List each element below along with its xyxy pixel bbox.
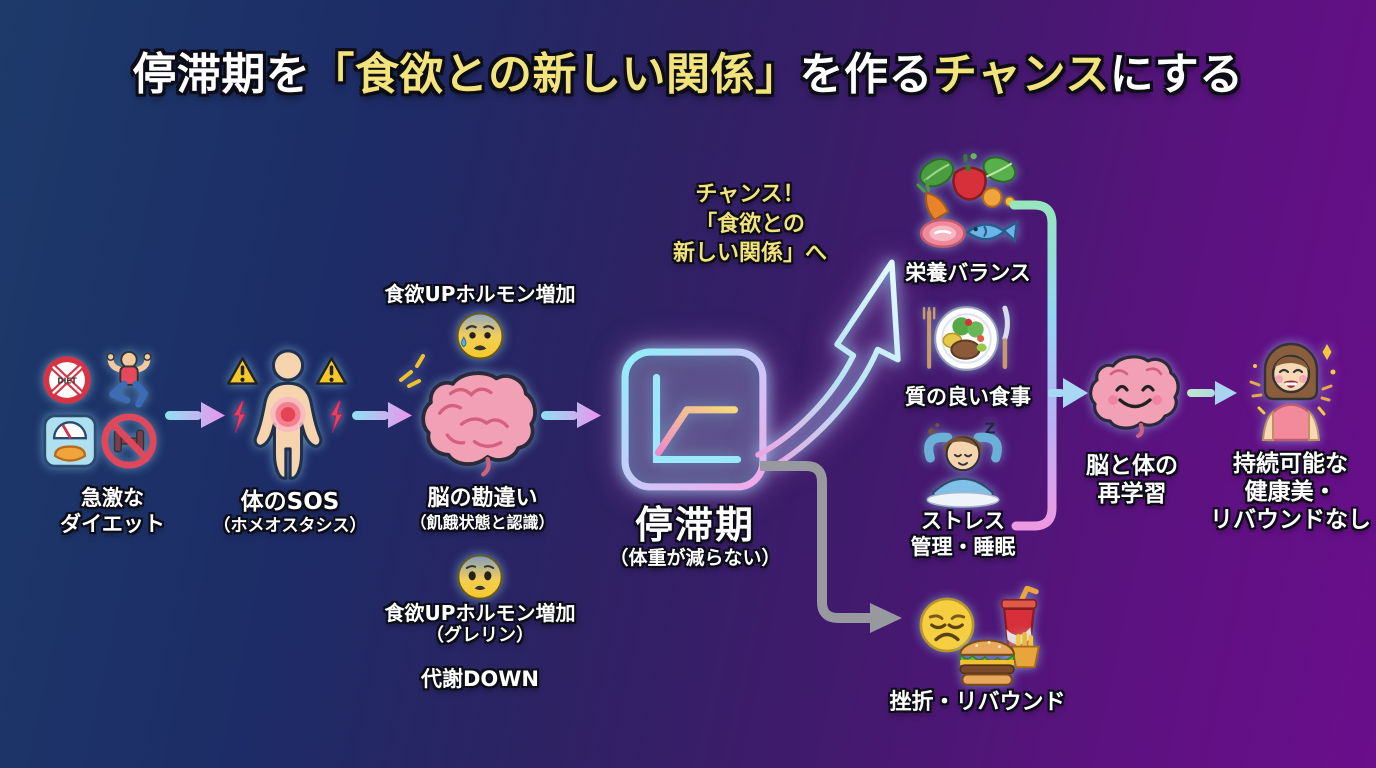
no-food-icon: DIET (42, 350, 92, 410)
sparkle-lines-icon (397, 350, 435, 388)
chance-line3: 新しい関係」へ (672, 241, 827, 267)
hormone-up-top-label: 食欲UPホルモン増加 (384, 282, 576, 306)
brain-icon (420, 366, 540, 478)
title-seg-yellow-1: 「食欲との新しい関係」 (310, 49, 800, 100)
title-seg-white-2: を作る (799, 49, 933, 100)
anxious-face-icon (455, 311, 505, 361)
lightning-icon (326, 396, 347, 438)
stress-label-line2: 管理・睡眠 (910, 534, 1016, 559)
warning-icon (315, 356, 348, 387)
sleeping-person-icon: Z z (917, 417, 1009, 509)
chance-label: チャンス！ 「食欲との 新しい関係」へ (640, 180, 860, 269)
outcome-relearn-label: 脳と体の 再学習 (1052, 452, 1212, 508)
step-diet-label: 急激な ダイエット (25, 486, 200, 537)
step-brain-label-text: 脳の勘違い (427, 486, 538, 511)
lightning-icon (229, 396, 250, 438)
metabolism-down-label: 代謝DOWN (420, 667, 540, 691)
step-plateau-label: 停滞期 (634, 503, 755, 547)
chance-line1: チャンス！ (695, 182, 805, 207)
ghrelin-sublabel: （グレリン） (426, 625, 534, 647)
bracket-arrow (1048, 376, 1090, 410)
good-path-bracket (1008, 193, 1064, 538)
flow-arrow-2 (350, 401, 414, 429)
final-line3: リバウンドなし (1210, 507, 1371, 534)
page-title: 停滞期を「食欲との新しい関係」を作るチャンスにする (0, 38, 1376, 102)
flow-arrow-3 (539, 401, 603, 429)
step-sos-sublabel: （ホメオスタシス） (213, 516, 367, 537)
stress-label-line1: ストレス (921, 509, 1005, 533)
flow-arrow-1 (163, 401, 227, 429)
vegetables-icon (914, 147, 1022, 257)
happy-brain-icon (1087, 352, 1183, 438)
no-dumbbell-icon (100, 411, 158, 471)
body-sos-icon (241, 349, 335, 481)
burger-fries-icon (956, 630, 1044, 690)
step-diet-label-line2: ダイエット (60, 511, 165, 536)
step-plateau-sublabel: （体重が減らない） (609, 547, 781, 569)
meal-plate-icon (919, 296, 1015, 382)
title-seg-white-3: にする (1109, 49, 1244, 100)
outcome-final-label: 持続可能な 健康美・ リバウンドなし (1198, 450, 1376, 534)
svg-text:Z: Z (984, 419, 995, 437)
step-sos-label-text: 体のSOS (240, 489, 340, 515)
happy-woman-icon (1243, 338, 1343, 442)
step-brain-sublabel: （飢餓状態と認識） (410, 512, 555, 532)
step-diet-label-line1: 急激な (81, 486, 144, 510)
svg-text:DIET: DIET (57, 376, 77, 385)
relearn-line1: 脳と体の (1086, 453, 1178, 479)
final-line1: 持続可能な (1233, 451, 1348, 477)
exercise-icon (100, 349, 158, 411)
title-seg-yellow-2: チャンス (932, 49, 1110, 100)
bad-path-label: 挫折・リバウンド (889, 690, 1066, 715)
hormone-up-bottom-label: 食欲UPホルモン増加 （グレリン） (355, 601, 605, 647)
title-seg-white-1: 停滞期を (132, 49, 311, 100)
good-path-stress-label: ストレス 管理・睡眠 (878, 509, 1048, 560)
sad-face-icon (918, 596, 976, 654)
warning-icon (226, 356, 259, 387)
gray-down-arrow-icon (757, 444, 910, 644)
good-path-nutrition-label: 栄養バランス (905, 261, 1031, 285)
step-brain-label: 脳の勘違い （飢餓状態と認識） (385, 486, 580, 532)
neon-up-arrow-icon (752, 236, 904, 470)
hormone-bottom-text: 食欲UPホルモン増加 (384, 601, 576, 625)
chance-line2: 「食欲との (695, 211, 805, 237)
fearful-face-icon (456, 553, 504, 601)
step-sos-label: 体のSOS （ホメオスタシス） (195, 488, 385, 537)
final-line2: 健康美・ (1244, 479, 1337, 506)
good-path-meal-label: 質の良い食事 (905, 385, 1031, 409)
scale-icon (42, 412, 98, 470)
flow-arrow-final (1186, 380, 1238, 406)
relearn-line2: 再学習 (1097, 481, 1167, 508)
plateau-chart-icon (619, 346, 769, 494)
